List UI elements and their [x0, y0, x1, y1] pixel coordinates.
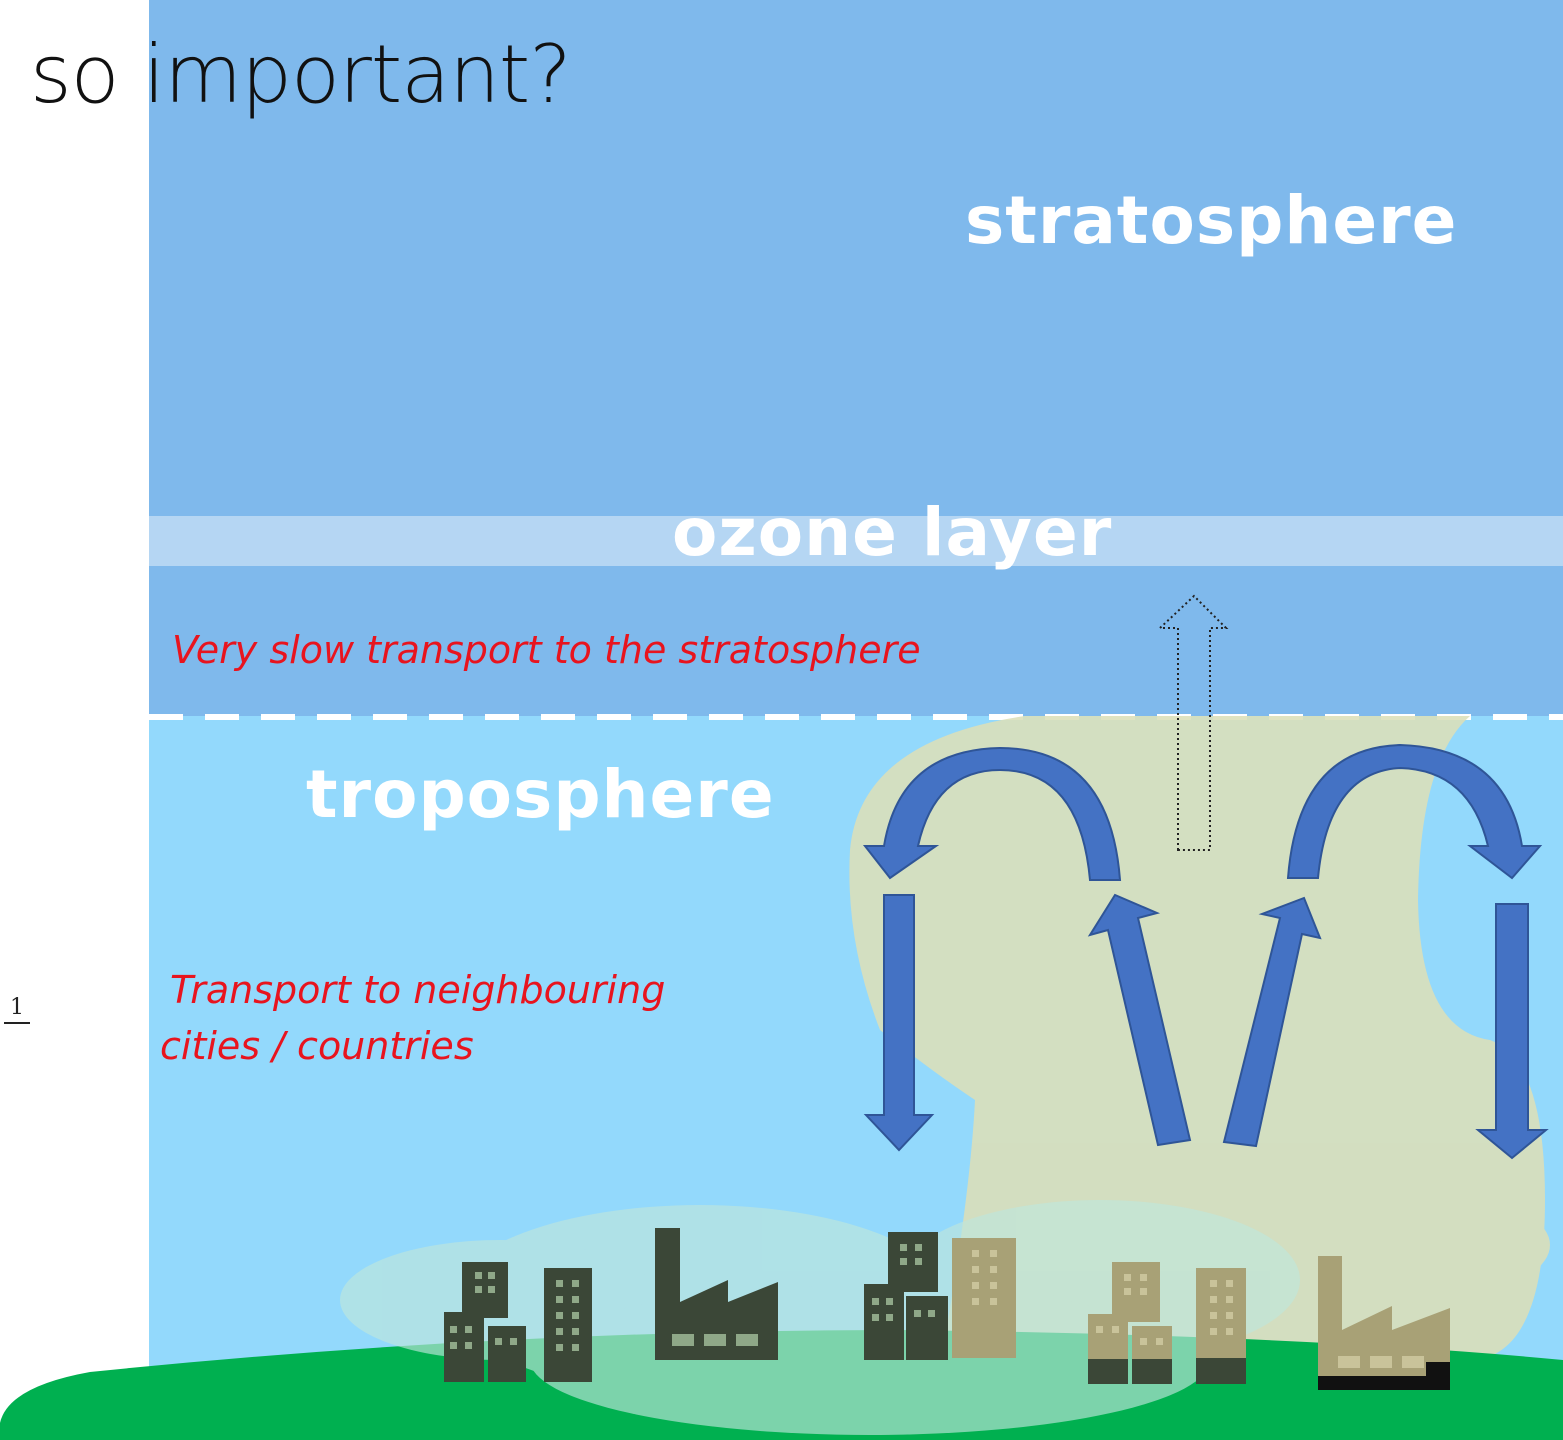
stratosphere-region [149, 0, 1563, 716]
down-arrow-right [1475, 903, 1549, 1160]
up-arrow-center-left [1087, 893, 1192, 1147]
slide-title: so important? [30, 28, 572, 121]
factory-icon [655, 1228, 778, 1360]
slow-transport-arrow [1157, 594, 1229, 851]
building-cluster-icon [444, 1262, 592, 1382]
ozone-layer-band [149, 516, 1563, 566]
neighbour-transport-note-line1: Transport to neighbouring [170, 968, 666, 1012]
building-cluster-icon [1088, 1262, 1246, 1384]
down-arrow-left [863, 894, 935, 1152]
curved-arrow-right [1286, 743, 1543, 880]
building-cluster-icon [864, 1232, 1016, 1360]
curved-arrow-left [862, 746, 1122, 881]
stratosphere-label: stratosphere [965, 182, 1458, 259]
ozone-layer-label: ozone layer [672, 494, 1113, 571]
neighbour-transport-note-line2: cities / countries [160, 1024, 474, 1068]
factory-icon [1318, 1256, 1450, 1390]
fragment-number: 1 [4, 995, 30, 1024]
troposphere-label: troposphere [306, 756, 775, 833]
up-arrow-center-right [1222, 896, 1322, 1148]
slow-transport-note: Very slow transport to the stratosphere [172, 628, 921, 672]
